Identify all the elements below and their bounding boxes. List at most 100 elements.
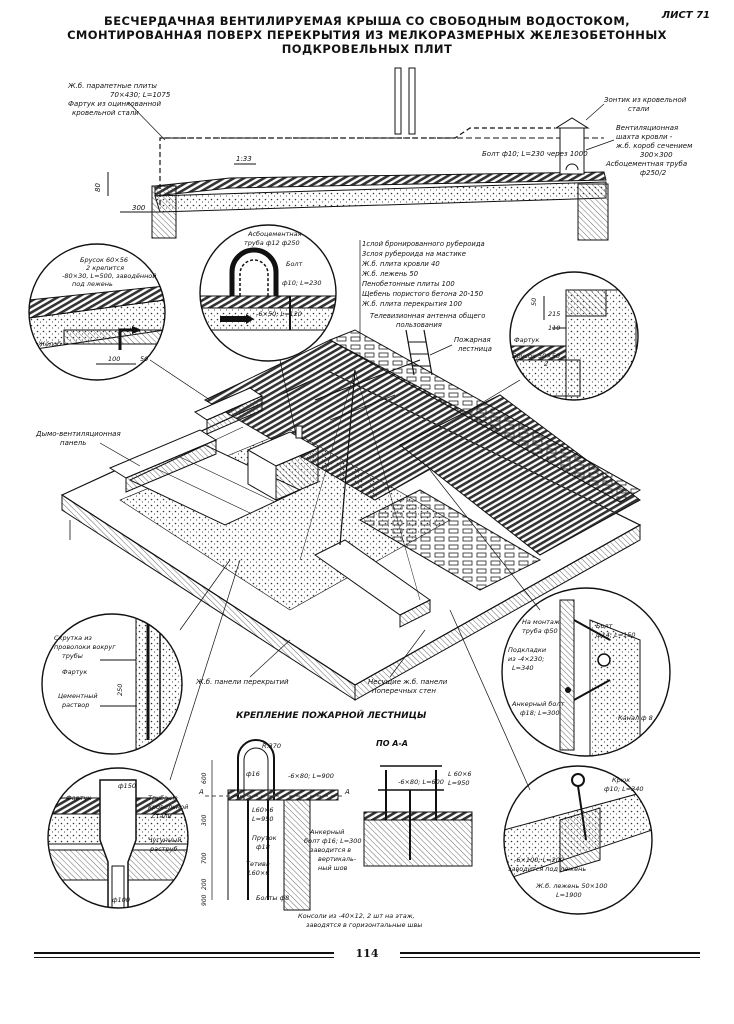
label-bar: Брусок 60×56: [80, 256, 128, 264]
layer-3: Ж.б. плита кровли 40: [361, 260, 440, 268]
label-cast-iron-2: раструб: [149, 845, 177, 853]
ladder-rod-2: ф18: [256, 843, 270, 851]
label-umbrella-2: стали: [628, 105, 650, 113]
label-sleeper-2: L=1900: [556, 891, 582, 899]
label-bottom-pipe-2: кровельной: [148, 803, 188, 811]
label-fire-ladder-2: лестница: [457, 345, 492, 353]
label-liners: Подкладки: [508, 646, 546, 654]
layer-2: 3слоя рубероида на мастике: [362, 250, 466, 258]
label-asb-pipe: Асбоцементная труба: [605, 160, 687, 168]
label-mount: На монтаж: [522, 618, 560, 626]
label-vent-shaft-2: шахта кровли -: [616, 133, 673, 141]
dim-right-50: 50: [530, 298, 538, 306]
label-pipe-bolt: Болт: [286, 260, 303, 268]
section-angle: L 60×6: [448, 770, 472, 778]
section-a-right: А: [344, 788, 350, 796]
label-cement: Цементный: [58, 692, 98, 700]
ladder-bolts: Болты ф8: [256, 894, 289, 902]
label-umbrella: Зонтик из кровельной: [604, 96, 687, 104]
ladder-dim-200: 200: [201, 878, 208, 890]
ladder-consoles: Консоли из -40×12, 2 шт на этаж,: [298, 912, 415, 920]
label-cement-2: раствор: [61, 701, 89, 709]
drawing-title: БЕСЧЕРДАЧНАЯ ВЕНТИЛИРУЕМАЯ КРЫША СО СВОБ…: [40, 14, 694, 56]
detail-edge-top-left: Брусок 60×56 2 крепится -80×30, L=500, з…: [28, 243, 166, 381]
label-mount-anchor: Анкерный болт: [511, 700, 565, 708]
label-pipe-strip: -6×50; L=120: [256, 310, 302, 318]
ladder-strip-900: -6×80; L=900: [288, 772, 334, 780]
label-right-bar-2: 2: [544, 360, 548, 368]
layer-1: 1слой бронированного рубероида: [362, 240, 485, 248]
layer-legend: 1слой бронированного рубероида 3слоя руб…: [359, 240, 492, 356]
detail-pipe: Асбоцементная труба ф12 ф250 Болт ф10; L…: [199, 224, 337, 362]
ladder-anchor-2: болт ф16; L=300: [304, 837, 362, 845]
label-asb-2: труба ф12 ф250: [244, 239, 300, 247]
ladder-dim-600: 600: [201, 772, 208, 784]
detail-ladder-mount: На монтаж труба ф50 Болт ф14; L=150 Подк…: [501, 587, 671, 757]
ladder-angle: L60×6: [252, 806, 273, 814]
label-apron-2: кровельной стали: [72, 109, 139, 117]
bottom-rule-left: [34, 952, 334, 954]
section-angle-2: L=950: [448, 779, 469, 787]
layer-7: Ж.б. плита перекрытия 100: [361, 300, 462, 308]
leader-lines: [149, 359, 541, 791]
layer-4: Ж.б. лежень 50: [361, 270, 418, 278]
label-vent-shaft: Вентиляционная: [616, 124, 678, 132]
label-fire-ladder: Пожарная: [454, 336, 491, 344]
ladder-rod: Пруток: [252, 834, 277, 842]
ladder-dim-700: 700: [201, 852, 208, 864]
label-tv-antenna: Телевизионная антенна общего: [370, 312, 485, 320]
ladder-dim-900: 900: [201, 894, 208, 906]
label-apron: Фартук из оцинкованной: [68, 100, 161, 108]
label-vent-shaft-3: ж.б. короб сечением: [615, 142, 693, 150]
label-pipe-bolt-2: ф10; L=230: [282, 279, 322, 287]
dim-right-110: 110: [548, 324, 560, 332]
label-bar-3: -80×30, L=500, заводённой: [62, 272, 157, 280]
label-right-bar: Брусок 50×50: [512, 352, 560, 360]
title-line-1: БЕСЧЕРДАЧНАЯ ВЕНТИЛИРУЕМАЯ КРЫША СО СВОБ…: [104, 14, 630, 28]
ladder-anchor-5: ный шов: [318, 864, 348, 872]
ladder-radius: R.370: [262, 742, 281, 750]
title-line-2: СМОНТИРОВАННАЯ ПОВЕРХ ПЕРЕКРЫТИЯ ИЗ МЕЛК…: [67, 28, 667, 42]
detail-pipe-twist: Скрутка из проволоки вокруг трубы Фартук…: [41, 613, 183, 755]
ladder-consoles-2: заводятся в горизонтальные швы: [306, 921, 422, 929]
ladder-title: КРЕПЛЕНИЕ ПОЖАРНОЙ ЛЕСТНИЦЫ: [236, 709, 427, 721]
detail-drain-pipe: Фартук Труба из кровельной стали Чугунны…: [47, 767, 189, 909]
label-parapet-dims: 70×430; L=1075: [110, 91, 171, 99]
roof-section: 1:33 80 300 Ж.б. парапетные плиты 70×430…: [67, 67, 693, 241]
dim-300: 300: [132, 204, 146, 212]
label-sleeper: Ж.б. лежень 50×100: [535, 882, 608, 890]
section-strip-600: -6×80; L=600: [398, 778, 444, 786]
label-bar-4: под лежень: [72, 280, 113, 288]
label-bar-2: 2 крепится: [86, 264, 124, 272]
layer-6: Щебень пористого бетона 20-150: [362, 290, 483, 298]
detail-parapet-right: 50 215 110 Фартук Брусок 50×50 2: [509, 271, 639, 401]
label-bearing: Несущие ж.б. панели: [368, 678, 448, 686]
label-chute: Жёлоб: [37, 340, 61, 348]
label-floor-panels: Ж.б. панели перекрытий: [195, 678, 289, 686]
label-mount-bolt: Болт: [596, 622, 613, 630]
ladder-anchor-3: заводится в: [310, 846, 351, 854]
section-aa-label: ПО А-А: [376, 739, 408, 748]
label-bolt: Болт ф10; L=230 через 1000: [482, 150, 588, 158]
slope-label: 1:33: [236, 155, 252, 163]
layer-5: Пенобетонные плиты 100: [362, 280, 455, 288]
dim-250: 250: [116, 684, 124, 696]
label-liners-2: из -4×230;: [508, 655, 544, 663]
label-channel: Канал ф 8: [618, 714, 653, 722]
dim-80: 80: [94, 183, 102, 192]
label-twist: Скрутка из: [54, 634, 92, 642]
ladder-dim-300: 300: [201, 814, 208, 826]
label-hook-strip: -6×100; L=200: [514, 856, 564, 864]
sheet-number: ЛИСТ 71: [661, 10, 710, 21]
section-a-left: А: [198, 788, 204, 796]
dim-right-215: 215: [548, 310, 560, 318]
label-mount-bolt-2: ф14; L=150: [596, 631, 636, 639]
dim-100: 100: [108, 355, 120, 363]
ladder-d16: ф16: [246, 770, 260, 778]
label-asb: Асбоцементная: [247, 230, 302, 238]
label-mount-anchor-2: ф18; L=300: [520, 709, 560, 717]
label-mid-apron: Фартук: [62, 668, 87, 676]
isometric-roof: Дымо-вентиляционная панель Ж.б. панели п…: [35, 329, 642, 701]
